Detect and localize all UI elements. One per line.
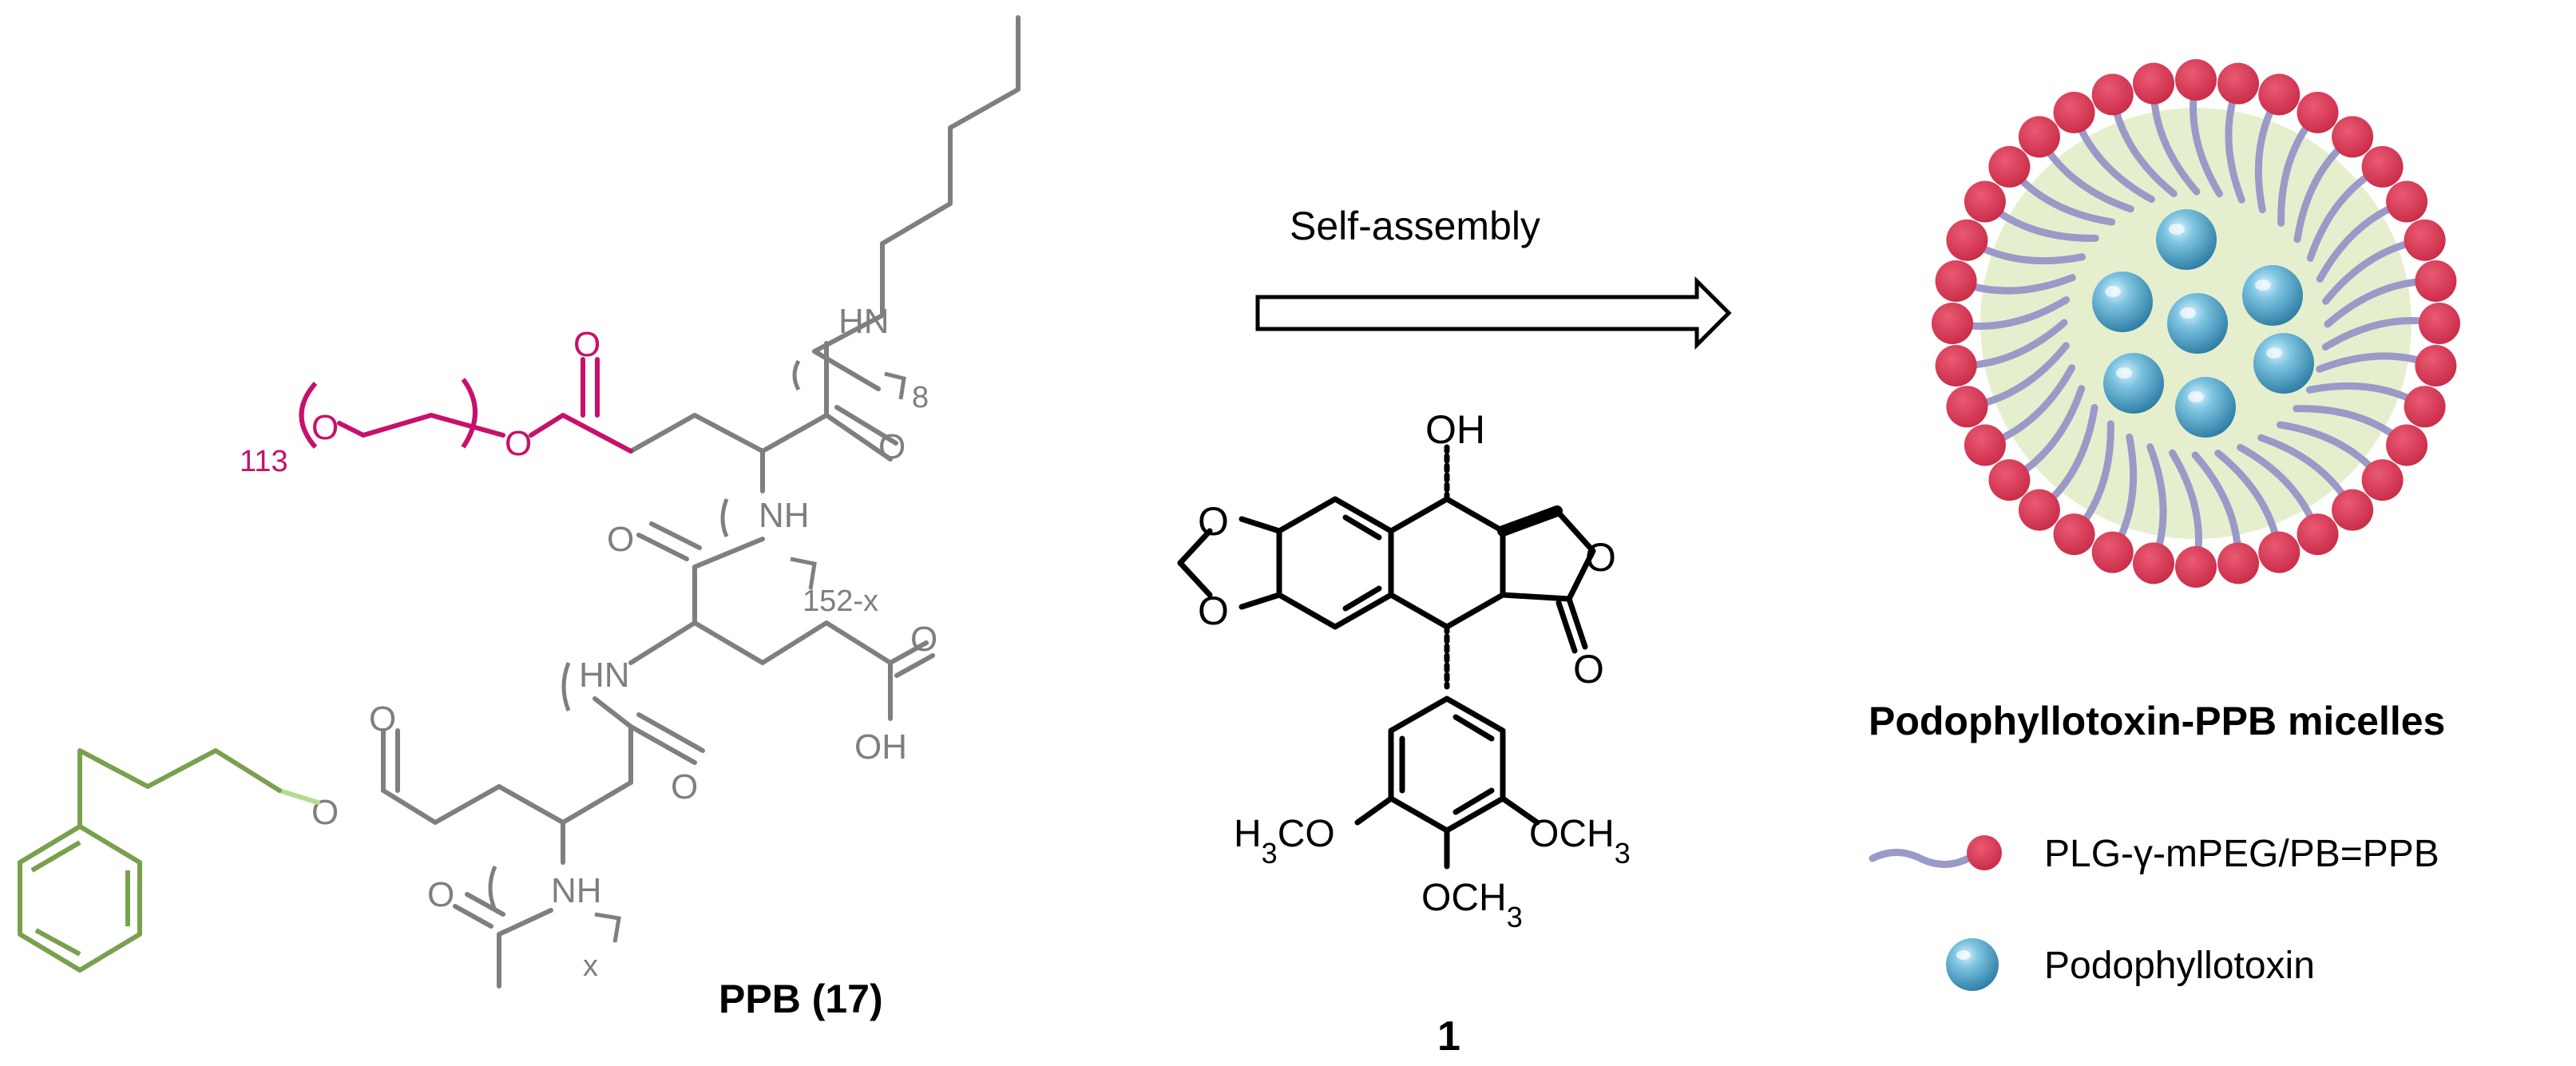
polymer-head xyxy=(2386,424,2428,466)
polymer-head xyxy=(2018,489,2060,531)
hn-mid-label: HN xyxy=(579,656,630,695)
drug-sphere-icon xyxy=(1946,938,1999,991)
o-amide-top-label: O xyxy=(878,427,906,466)
drug-highlight xyxy=(2266,347,2282,359)
h3co-label: H3CO xyxy=(1234,813,1335,870)
oh-label: OH xyxy=(1425,407,1485,452)
arrow-label: Self-assembly xyxy=(1290,204,1540,248)
ppb-structure: HN O 8 NH O O O 113 O 152-x xyxy=(18,15,1020,1021)
drug-highlight xyxy=(2255,279,2271,291)
micelle-illustration xyxy=(1932,59,2460,588)
och3-right-label: OCH3 xyxy=(1529,813,1631,870)
o-amide-low-label: O xyxy=(671,767,698,806)
polymer-head xyxy=(2404,386,2446,428)
polymer-head xyxy=(1932,303,1973,344)
polymer-head xyxy=(2332,116,2374,158)
polymer-head xyxy=(2297,91,2339,133)
polymer-head xyxy=(2217,62,2259,105)
legend: PLG-γ-mPEG/PB=PPB Podophyllotoxin xyxy=(1869,833,2439,991)
o-dioxole-bottom: O xyxy=(1198,588,1229,633)
podophyllotoxin-labels: OH O O O O H3CO OCH3 OCH3 1 xyxy=(1198,407,1631,1060)
o-acid-label: O xyxy=(910,620,937,659)
drug-highlight xyxy=(2116,367,2132,378)
oh-acid-label: OH xyxy=(854,727,907,767)
polymer-head xyxy=(2404,219,2446,261)
self-assembly-arrow: Self-assembly xyxy=(1255,204,1732,351)
peg-repeat-number: 113 xyxy=(240,445,288,478)
polymer-head xyxy=(2217,542,2259,585)
polymer-head xyxy=(2175,546,2217,588)
polymer-head xyxy=(2361,459,2404,501)
drug-highlight xyxy=(2180,307,2196,319)
polymer-head xyxy=(2258,73,2301,116)
drug-sphere xyxy=(2156,209,2217,270)
o-ether-label: O xyxy=(311,408,339,447)
polymer-head xyxy=(1988,145,2031,188)
polymer-head xyxy=(1964,180,2006,223)
subscript-152-x: 152-x xyxy=(803,585,878,618)
drug-sphere xyxy=(2242,265,2303,326)
polymer-head xyxy=(2297,513,2339,556)
o-dioxole-top: O xyxy=(1198,499,1229,544)
drug-highlight xyxy=(2188,391,2204,402)
och3-bottom-label: OCH3 xyxy=(1421,877,1523,933)
o-lactone-carbonyl: O xyxy=(1573,647,1604,692)
polymer-head xyxy=(2175,59,2217,101)
polymer-head xyxy=(2133,62,2174,105)
polymer-head xyxy=(2018,116,2060,158)
phenyl-ring xyxy=(18,824,142,973)
polymer-head xyxy=(2332,489,2374,531)
nh-mid-label: NH xyxy=(759,496,810,535)
polymer-head xyxy=(1988,459,2031,501)
micelle-drugs xyxy=(2092,209,2314,438)
nh-low-label: NH xyxy=(551,871,602,910)
polymer-head xyxy=(1935,345,1977,386)
o-lactone-ring: O xyxy=(1585,535,1616,580)
o-amide-mid-label: O xyxy=(607,520,634,559)
polymer-head xyxy=(2091,73,2134,116)
polymer-head xyxy=(2258,531,2301,573)
micelle-title: Podophyllotoxin-PPB micelles xyxy=(1869,699,2445,743)
polymer-head xyxy=(2091,531,2134,573)
drug-sphere xyxy=(2092,271,2153,332)
legend-item-drug: Podophyllotoxin xyxy=(1946,938,2315,991)
micelle-heads xyxy=(1932,59,2460,588)
drug-sphere xyxy=(2167,293,2228,354)
polymer-head xyxy=(2419,303,2460,344)
legend-drug-label: Podophyllotoxin xyxy=(2044,945,2315,987)
polymer-head xyxy=(2361,145,2404,188)
hexyl-chain xyxy=(812,15,1020,354)
polymer-head xyxy=(2053,513,2095,556)
polymer-chain-icon xyxy=(1869,849,1972,868)
o-ester-label: O xyxy=(505,424,532,463)
drug-sphere xyxy=(2253,333,2314,394)
subscript-x: x xyxy=(583,949,598,983)
polymer-head xyxy=(1935,260,1977,302)
polymer-head xyxy=(2053,91,2095,133)
hn-top-label: HN xyxy=(838,302,890,341)
legend-polymer-label: PLG-γ-mPEG/PB=PPB xyxy=(2044,833,2439,875)
o-acetyl-label: O xyxy=(427,875,454,914)
polymer-head xyxy=(1946,219,1988,261)
legend-item-polymer: PLG-γ-mPEG/PB=PPB xyxy=(1869,833,2439,875)
drug-highlight xyxy=(2105,286,2121,297)
polymer-head xyxy=(1964,424,2006,466)
o-carbonyl-label: O xyxy=(573,325,600,364)
podophyllotoxin-structure xyxy=(1177,444,1596,870)
polymer-head xyxy=(2386,180,2428,223)
o-ester2-label: O xyxy=(311,793,339,832)
drug-sphere xyxy=(2175,377,2236,438)
open-arrow-shape xyxy=(1255,275,1732,351)
subscript-8: 8 xyxy=(912,381,929,414)
compound-number: 1 xyxy=(1437,1013,1460,1060)
polymer-head xyxy=(2133,542,2174,585)
polymer-head xyxy=(1946,386,1988,428)
drug-highlight xyxy=(2169,224,2185,235)
drug-sphere xyxy=(2103,353,2164,414)
o-ester2-carbonyl-label: O xyxy=(369,699,396,739)
ppb-caption: PPB (17) xyxy=(719,977,883,1021)
polymer-head xyxy=(2415,345,2457,386)
polymer-head xyxy=(2415,260,2457,302)
